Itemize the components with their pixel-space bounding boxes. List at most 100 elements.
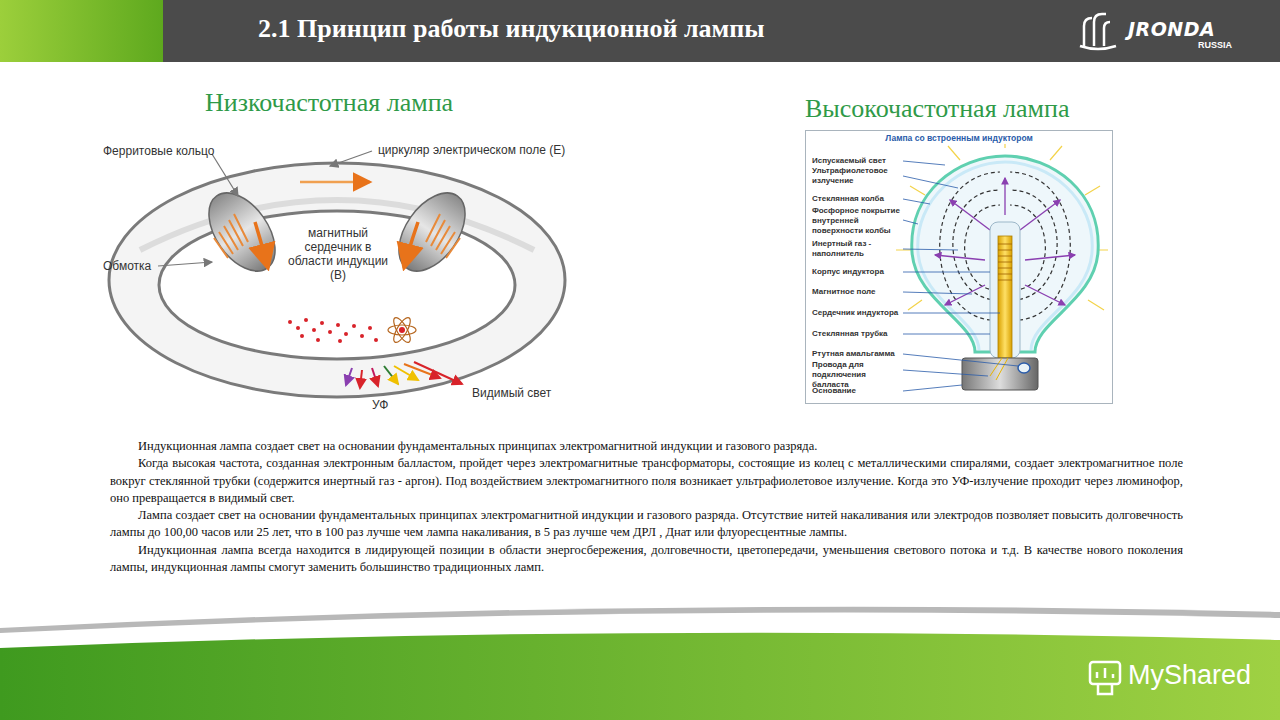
callout-label: Ультрафиолетовое излучение [812,166,902,186]
low-frequency-lamp [109,151,565,397]
ferrite-ring [195,181,478,283]
leader-lines [903,249,958,250]
leader-lines [212,154,238,196]
part-label: Ферритовые кольцо [103,144,214,158]
frame-heading: Лампа со встроенным индуктором [882,133,1036,144]
plasma-particles [288,318,378,343]
watermark: MyShared [1128,660,1251,691]
uv-arrows [1025,255,1075,260]
emission-arrows [414,362,462,384]
plasma-particles [312,328,316,332]
plasma-particles [360,334,364,338]
leader-lines [903,385,962,391]
bottom-swoosh [0,607,1280,720]
callout-label: Корпус индуктора [812,267,902,277]
inductor-core [998,236,1012,358]
inductor-winding [998,244,1012,280]
field-arrows [300,181,370,184]
callout-label: Сердечник индуктора [812,308,902,318]
part-label: Обмотка [103,259,151,273]
callout-label: Основание [812,386,902,396]
watermark-icon [1090,662,1120,684]
plasma-particles [320,321,324,325]
logo-icon [1084,18,1092,46]
leader-lines [903,199,930,204]
uv-arrows [945,285,985,305]
low-frequency-lamp [109,163,565,397]
uv-arrows [935,255,985,260]
callout-label: Инертный газ - наполнитель [812,239,902,259]
leader-lines [903,220,918,224]
paragraph: Лампа создает свет на основании фундамен… [110,507,1183,542]
leader-lines [903,272,990,273]
plasma-particles [338,339,342,343]
title-bar [0,0,1280,62]
ballast-wires [990,358,1008,380]
emission-label: УФ [372,398,388,412]
ferrite-ring [195,181,288,283]
leader-lines [903,161,1018,391]
inductor-winding [998,244,1012,280]
field-arrows [255,222,268,268]
winding-coil [426,214,460,258]
paragraph: Индукционная лампа всегда находится в ли… [110,542,1183,577]
callout-label: Фосфорное покрытие внутренней поверхност… [812,206,902,236]
plasma-particles [336,323,340,327]
part-label: магнитный сердечник в области индукции (… [286,226,390,282]
plasma-particles [374,338,378,342]
leader-lines [903,313,1000,314]
atom [391,315,414,344]
emission-arrows [372,368,378,386]
amalgam [1018,363,1030,373]
ferrite-ring [385,181,478,283]
uv-arrows [950,200,990,230]
emission-arrows [346,368,352,385]
glass-tube [990,222,1020,358]
leader-lines [158,262,212,266]
watermark-icon [1097,668,1113,678]
leader-lines [330,151,372,166]
atom [391,315,414,344]
plasma-particles [304,318,308,322]
emission-label: Видимый свет [472,386,551,400]
high-frequency-lamp [805,130,1113,404]
watermark-icon [1098,684,1112,694]
lamp-base [962,358,1038,390]
title-bar [0,0,163,62]
callout-label: Провода для подключения балласта [812,360,902,390]
plasma-particles [368,326,372,330]
plasma-particles [288,320,292,324]
logo-subtext: RUSSIA [1198,40,1232,50]
uv-arrows [1004,178,1005,215]
logo-icon [1080,14,1116,49]
high-frequency-lamp [805,130,1113,404]
leader-lines [903,292,972,294]
callout-label: Стеклянная трубка [812,329,902,339]
leader-lines [903,161,945,165]
leader-lines [903,370,988,376]
bottom-swoosh [0,633,1280,720]
emission-arrows [346,362,462,388]
plasma-particles [300,334,304,338]
emission-arrows [384,366,398,384]
leader-lines [903,354,1018,366]
plasma-particles [352,324,356,328]
atom [399,327,405,333]
body-text: Индукционная лампа создает свет на основ… [110,438,1183,576]
title-bar [0,0,1280,62]
field-arrows [404,222,418,268]
callout-label: Стеклянная колба [812,194,902,204]
section-heading: Высокочастотная лампа [805,94,1070,124]
section-heading: Низкочастотная лампа [205,88,453,118]
plasma-particles [328,330,332,334]
atom [388,325,416,335]
callout-label: Ртутная амальгамма [812,349,902,359]
callout-label: Магнитное поле [812,287,902,297]
atom [388,315,416,344]
plasma-particles [296,326,300,330]
slide-title: 2.1 Принцип работы индукционной лампы [258,14,765,44]
plasma-particles [344,332,348,336]
uv-arrows [1025,285,1065,305]
